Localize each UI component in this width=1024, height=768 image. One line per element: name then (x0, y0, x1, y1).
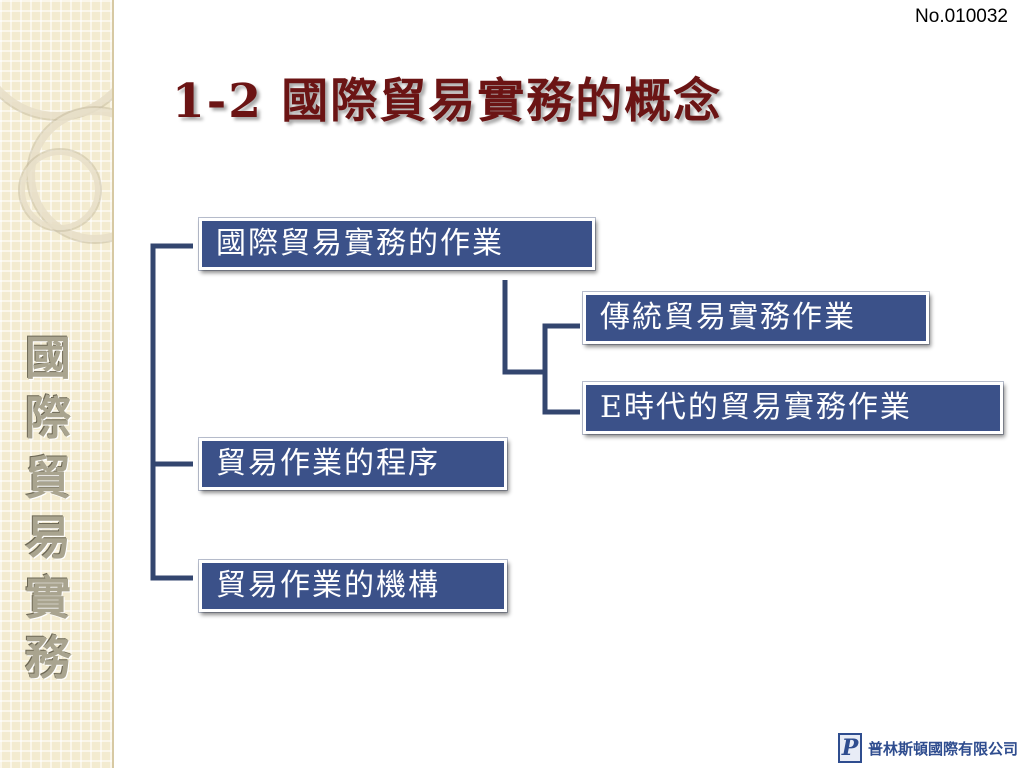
company-name: 普林斯頓國際有限公司 (867, 740, 1018, 758)
sidebar-title-char: 易 (25, 511, 71, 565)
ring-decoration (0, 0, 112, 119)
decorative-sidebar: 國 際 貿 易 實 務 (0, 0, 114, 768)
ring-decoration (20, 150, 100, 230)
sidebar-title-char: 國 (25, 331, 71, 385)
connector-main-bracket (150, 243, 193, 581)
node-trade-institutions: 貿易作業的機構 (199, 560, 507, 612)
sidebar-vertical-title: 國 際 貿 易 實 務 (18, 328, 78, 688)
sidebar-title-char: 際 (25, 391, 71, 445)
slide-number: No.010032 (915, 6, 1008, 27)
node-traditional-trade-operations: 傳統貿易實務作業 (583, 292, 929, 344)
node-e-era-trade-operations: E時代的貿易實務作業 (583, 382, 1003, 434)
logo-icon: P (838, 733, 862, 763)
sidebar-title-char: 貿 (25, 451, 71, 505)
connector-sub-stem (502, 280, 545, 375)
node-international-trade-operations: 國際貿易實務的作業 (199, 218, 595, 270)
company-logo: P 普林斯頓國際有限公司 (838, 733, 1018, 763)
sidebar-title-char: 實 (25, 571, 71, 625)
connector-sub-bracket (542, 323, 580, 415)
node-trade-procedure: 貿易作業的程序 (199, 438, 507, 490)
slide-title: 1-2 國際貿易實務的概念 (172, 74, 723, 129)
sidebar-title-char: 務 (25, 631, 71, 685)
